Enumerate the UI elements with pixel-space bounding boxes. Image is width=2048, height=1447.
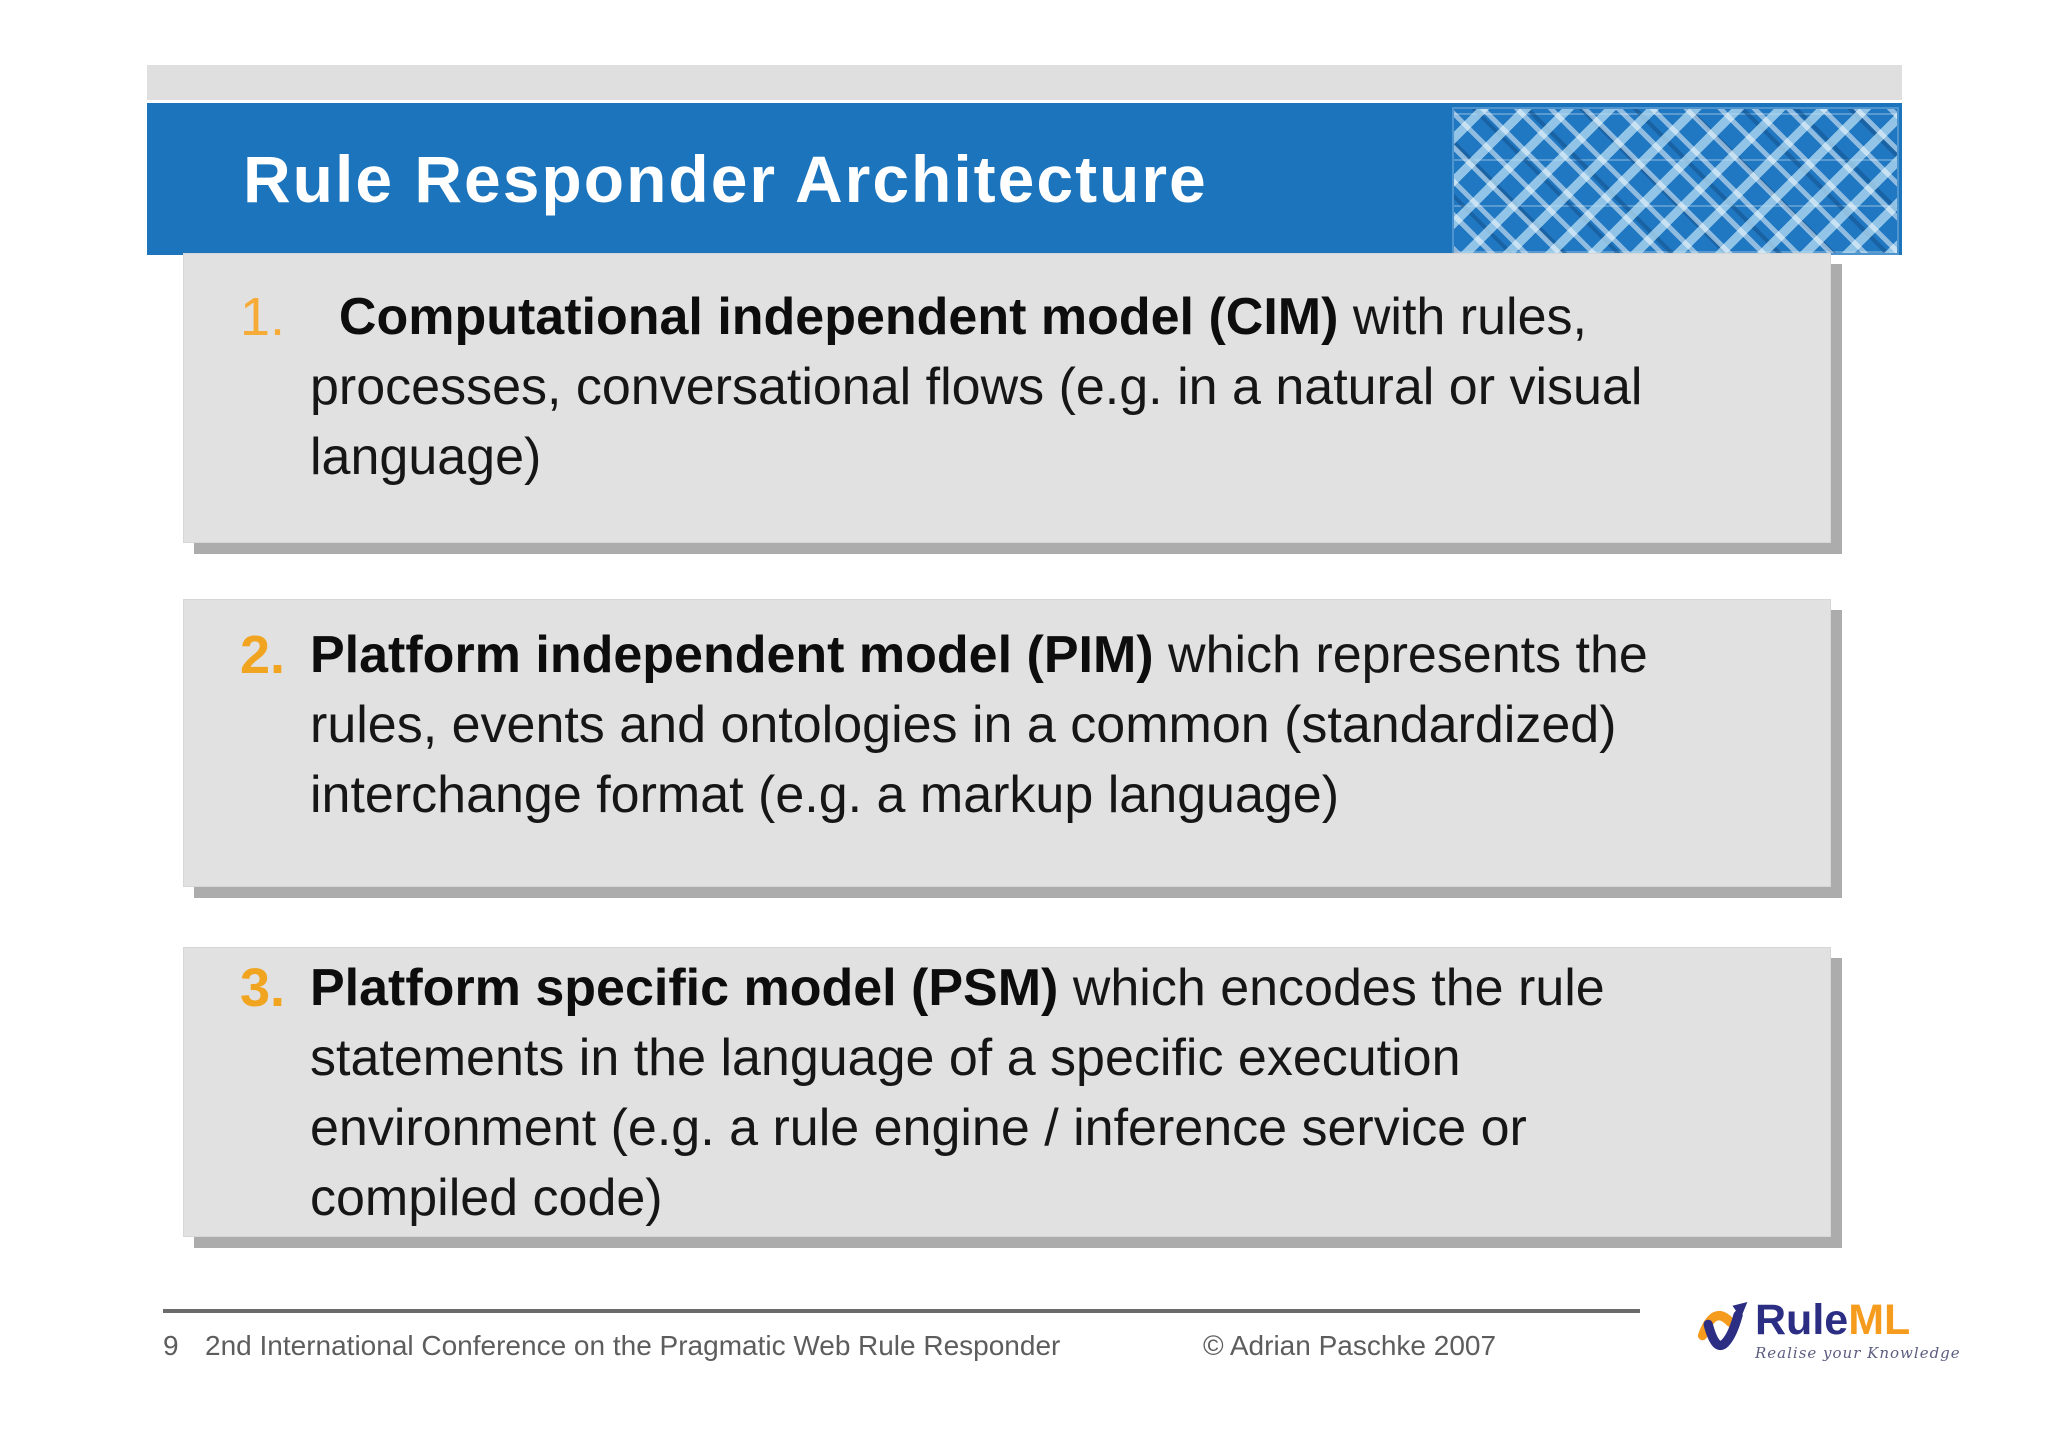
content-box-psm: 3. Platform specific model (PSM) which e… [183,947,1831,1237]
footer-copyright: © Adrian Paschke 2007 [1203,1330,1497,1361]
slide-title: Rule Responder Architecture [243,142,1208,216]
text-line: statements in the language of a specific… [310,1029,1461,1087]
logo-rule-text: Rule [1755,1296,1849,1344]
circuit-board-image [1452,107,1899,255]
text-line: interchange format (e.g. a markup langua… [310,766,1340,824]
text-line: compiled code) [310,1169,663,1227]
title-banner: Rule Responder Architecture [147,103,1902,255]
content-box-pim: 2. Platform independent model (PIM) whic… [183,599,1831,887]
ruleml-swoosh-icon [1697,1302,1748,1350]
list-number: 2. [240,625,286,685]
item-heading: Platform independent model (PIM) [310,626,1154,684]
list-number: 1. [240,287,286,347]
item-text: Platform specific model (PSM) which enco… [310,953,1800,1233]
item-text: Computational independent model (CIM) wi… [310,282,1800,492]
footer-conference-label: 2nd International Conference on the Prag… [205,1330,851,1361]
text-line: processes, conversational flows (e.g. in… [310,358,1643,416]
header-accent-bar [147,65,1902,100]
item-heading: Computational independent model (CIM) [310,288,1339,346]
footer-divider [163,1309,1640,1313]
ruleml-logo: RuleML Realise your Knowledge [1697,1297,1960,1381]
logo-ml-text: ML [1848,1296,1911,1344]
text-line: environment (e.g. a rule engine / infere… [310,1099,1527,1157]
text-line: Platform specific model (PSM) which enco… [310,953,1800,1023]
text-line: language) [310,428,542,486]
text-line: Platform independent model (PIM) which r… [310,620,1800,690]
page-number: 9 [163,1330,179,1361]
footer-deck-label: Rule Responder [858,1330,1061,1361]
content-box-cim: 1. Computational independent model (CIM)… [183,253,1831,543]
list-number: 3. [240,958,286,1018]
item-heading-rest: with rules, [1338,288,1587,346]
item-heading-rest: which represents the [1153,626,1648,684]
ruleml-logo-text: RuleML Realise your Knowledge [1755,1297,1961,1362]
ruleml-wordmark: RuleML [1755,1297,1961,1343]
logo-tagline: Realise your Knowledge [1755,1344,1961,1362]
item-heading-rest: which encodes the rule [1058,959,1605,1017]
text-line: Computational independent model (CIM) wi… [310,282,1800,352]
text-line: rules, events and ontologies in a common… [310,696,1617,754]
item-text: Platform independent model (PIM) which r… [310,620,1800,830]
item-heading: Platform specific model (PSM) [310,959,1059,1017]
